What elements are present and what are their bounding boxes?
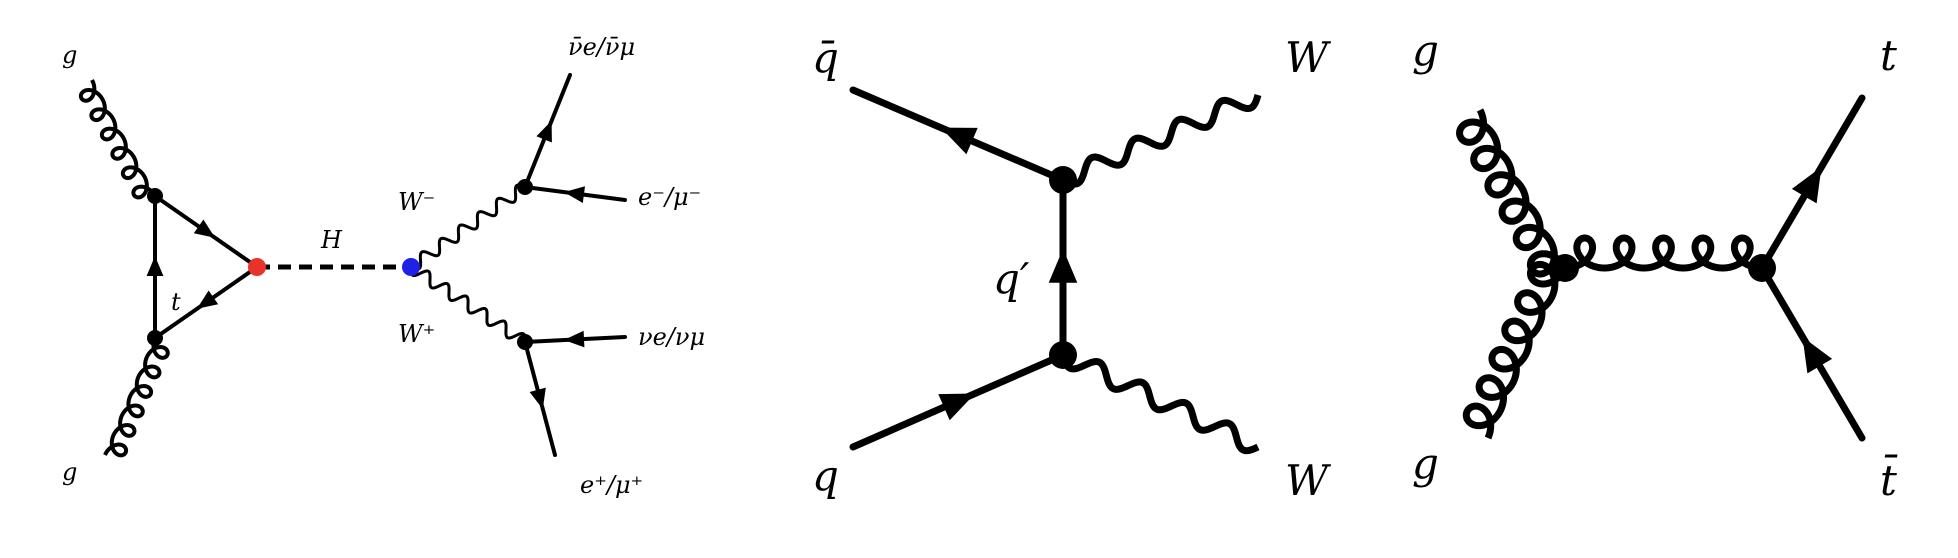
vertex-HWW	[402, 258, 420, 276]
label-neutrino: νe/νμ	[638, 323, 705, 351]
arrow-quark	[938, 393, 976, 421]
arrow-loop-left	[146, 256, 164, 276]
label-gluon-bottom: g	[1412, 439, 1439, 488]
vertex-upper	[1049, 166, 1077, 194]
arrow-antiquark	[940, 127, 978, 155]
arrow-loop-lower	[197, 290, 219, 309]
label-antitop: t̄	[1880, 453, 1898, 505]
w-boson-bottom	[1059, 352, 1261, 455]
label-top-loop: t	[171, 288, 181, 316]
label-w-plus: W⁺	[398, 320, 435, 348]
arrow-antineutrino	[536, 120, 552, 143]
vertex-gluon-ttbar	[1748, 254, 1776, 282]
arrow-antitop	[1802, 336, 1833, 374]
w-plus-boson	[409, 266, 527, 343]
arrow-exchanged-quark	[1048, 248, 1078, 283]
d2-arrows	[938, 127, 1078, 421]
label-antiquark: q̄	[812, 33, 839, 82]
label-lepton-minus: e⁻/μ⁻	[638, 183, 701, 211]
diagram-gg-higgs-ww: g g t H W⁻ W⁺ ν̄e/ν̄μ e⁻/μ⁻ νe/νμ e⁺/μ⁺	[62, 33, 705, 499]
d3-propagators	[1456, 94, 1866, 442]
d1-arrows	[146, 120, 585, 410]
vertex-W-minus-decay	[517, 179, 533, 195]
gluon-incoming-bottom	[103, 336, 170, 458]
arrow-top	[1791, 166, 1822, 204]
label-gluon-bottom: g	[62, 458, 77, 486]
gluon-incoming-top	[1456, 107, 1569, 278]
arrow-neutrino	[564, 330, 585, 348]
label-w-top: W	[1285, 33, 1332, 82]
label-gluon-top: g	[1412, 26, 1439, 75]
label-antineutrino: ν̄e/ν̄μ	[568, 33, 635, 61]
vertex-gg-top	[147, 188, 163, 204]
label-exchanged-quark: q′	[993, 254, 1030, 303]
arrow-electron-minus	[564, 186, 585, 203]
diagram-gg-ttbar: g g t t̄	[1412, 26, 1898, 505]
gluon-incoming-bottom	[1462, 260, 1569, 441]
gluon-incoming-top	[78, 78, 157, 200]
vertex-ggH-effective	[248, 258, 266, 276]
w-boson-top	[1060, 92, 1262, 188]
arrow-positron	[529, 387, 546, 410]
label-w-bottom: W	[1285, 456, 1332, 505]
label-w-minus: W⁻	[398, 188, 435, 216]
label-higgs: H	[320, 226, 343, 254]
gluon-propagator	[1562, 234, 1765, 272]
diagram-qqbar-ww: q̄ q q′ W W	[812, 33, 1332, 505]
d3-arrows	[1791, 166, 1833, 374]
vertex-lower	[1049, 341, 1077, 369]
w-minus-boson	[410, 183, 526, 271]
vertex-gg-bottom	[147, 330, 163, 346]
label-lepton-plus: e⁺/μ⁺	[580, 471, 643, 499]
label-gluon-top: g	[62, 41, 77, 69]
arrow-loop-upper	[193, 219, 215, 238]
label-quark: q	[812, 451, 839, 500]
vertex-W-plus-decay	[517, 334, 533, 350]
vertex-triple-gluon	[1551, 254, 1579, 282]
label-top: t	[1880, 31, 1897, 80]
